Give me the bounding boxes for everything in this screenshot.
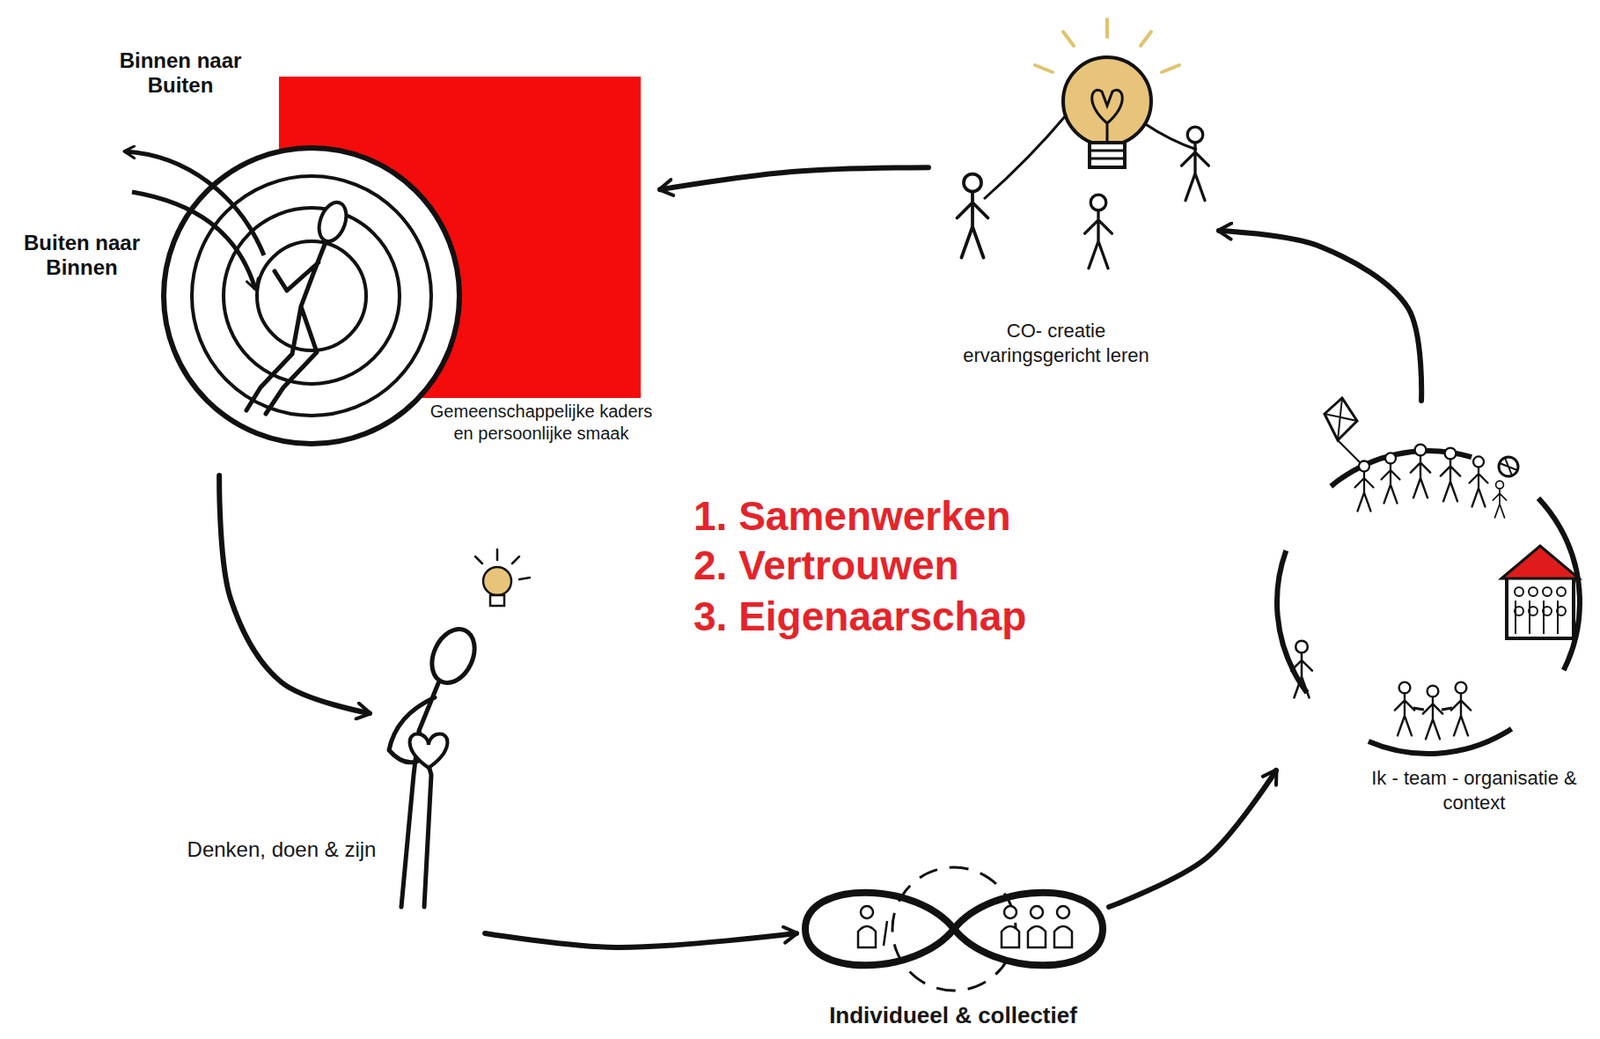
cycle-arrow xyxy=(484,932,797,947)
infinity-illustration xyxy=(1001,925,1020,947)
infinity-illustration xyxy=(858,905,1072,947)
circles-illustration xyxy=(124,76,641,444)
people-circle-illustration xyxy=(1514,587,1566,634)
infinity-illustration xyxy=(883,920,888,946)
infinity-illustration xyxy=(805,866,1103,991)
cycle-arrow xyxy=(1108,770,1277,907)
infinity-illustration xyxy=(805,892,1103,966)
people-circle-illustration xyxy=(1469,456,1489,507)
circles-illustration xyxy=(124,151,265,256)
person-heart-illustration xyxy=(388,682,441,907)
people-circle-illustration xyxy=(1394,682,1415,736)
people-circle-illustration xyxy=(1499,457,1518,476)
co-creation-illustration xyxy=(1140,31,1152,46)
people-circle-illustration xyxy=(1515,600,1558,634)
people-circle-illustration xyxy=(1528,587,1538,596)
infinity-illustration xyxy=(860,905,874,918)
principle-item: 3. Eigenaarschap xyxy=(693,593,1152,640)
person-heart-illustration xyxy=(424,622,484,690)
infinity-illustration xyxy=(1056,905,1070,918)
stage-caption: Individueel & collectief xyxy=(785,1000,1121,1030)
person-heart-illustration xyxy=(483,566,512,595)
co-creation-illustration xyxy=(983,114,1197,199)
person-heart-illustration xyxy=(512,556,520,564)
people-circle-illustration xyxy=(1498,456,1519,477)
infinity-illustration xyxy=(1030,905,1043,918)
circles-illustration xyxy=(191,176,432,416)
stage-caption: Denken, doen & zijn xyxy=(184,836,379,863)
co-creation-illustration xyxy=(957,19,1210,269)
people-circle-illustration xyxy=(1440,447,1461,502)
circles-illustration xyxy=(314,198,352,246)
people-circle-illustration xyxy=(1291,640,1313,698)
stage-caption: CO- creatie ervaringsgericht leren xyxy=(941,318,1171,367)
people-circle-illustration xyxy=(1492,480,1506,518)
person-heart-illustration xyxy=(410,733,448,768)
person-heart-illustration xyxy=(496,549,500,560)
person-heart-illustration xyxy=(475,556,483,564)
person-heart-illustration xyxy=(519,577,530,580)
person-heart-illustration xyxy=(490,594,505,606)
stage-caption: Ik - team - organisatie & context xyxy=(1364,765,1585,815)
cycle-arrow xyxy=(660,167,929,190)
people-circle-illustration xyxy=(1324,397,1363,465)
stage-caption: Gemeenschappelijke kaders en persoonlijk… xyxy=(426,400,656,445)
stage-node: Gemeenschappelijke kaders en persoonlijk… xyxy=(163,76,661,476)
circles-illustration xyxy=(132,191,256,289)
stage-node: Ik - team - organisatie & context xyxy=(1276,400,1592,823)
people-circle-illustration xyxy=(1501,545,1579,579)
people-circle-illustration xyxy=(1410,444,1431,499)
principle-item: 2. Vertrouwen xyxy=(693,542,1152,589)
people-circle-illustration xyxy=(1221,395,1600,809)
infinity-illustration xyxy=(1004,905,1017,918)
person-heart-illustration xyxy=(388,549,530,907)
co-creation-illustration xyxy=(1181,126,1210,201)
co-creation-illustration xyxy=(1092,89,1123,148)
people-circle-illustration xyxy=(1381,453,1401,504)
people-circle-illustration xyxy=(1506,576,1574,639)
people-circle-illustration xyxy=(1413,707,1453,710)
infinity-illustration xyxy=(1054,925,1072,947)
co-creation-illustration xyxy=(957,174,989,258)
co-creation-illustration xyxy=(1105,19,1109,37)
direction-label: Binnen naar Buiten xyxy=(105,48,256,97)
co-creation-illustration xyxy=(1161,65,1180,73)
people-circle-illustration xyxy=(1556,587,1566,596)
co-creation-illustration xyxy=(1089,150,1125,159)
principle-item: 1. Samenwerken xyxy=(693,492,1152,540)
co-creation-illustration xyxy=(1089,142,1125,168)
co-creation-illustration xyxy=(1063,31,1074,46)
people-circle-illustration xyxy=(1355,461,1374,512)
people-circle-illustration xyxy=(1542,587,1552,596)
cycle-arrow xyxy=(219,475,370,713)
direction-label: Buiten naar Binnen xyxy=(4,230,160,279)
stage-node: Denken, doen & zijn xyxy=(369,563,546,933)
co-creation-illustration xyxy=(1085,194,1113,269)
circles-illustration xyxy=(163,147,460,444)
circles-illustration xyxy=(246,242,326,414)
people-circle-illustration xyxy=(1221,395,1600,809)
people-circle-illustration xyxy=(1514,587,1524,596)
infinity-illustration xyxy=(1027,925,1046,947)
stage-node: Individueel & collectief xyxy=(796,866,1109,1035)
people-circle-illustration xyxy=(1423,685,1443,740)
stage-node: CO- creatie ervaringsgericht leren xyxy=(928,10,1219,398)
infinity-illustration xyxy=(858,925,876,947)
cycle-arrow xyxy=(1218,230,1422,401)
people-circle-illustration xyxy=(1451,682,1471,736)
co-creation-illustration xyxy=(1034,65,1053,73)
